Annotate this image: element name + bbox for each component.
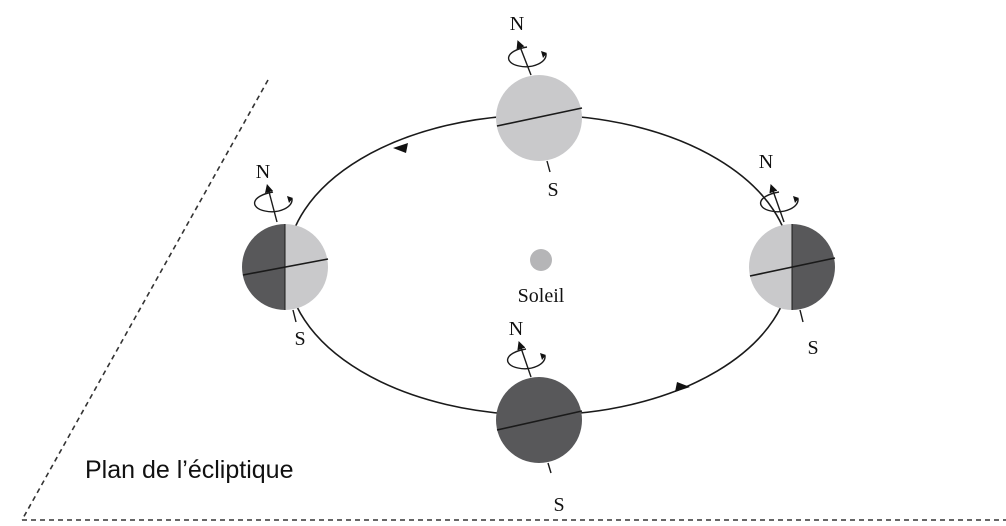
rotation-arrow-icon: [760, 191, 799, 213]
orbit-arrow-bottom: [675, 382, 690, 392]
sun: [530, 249, 552, 271]
axis-north: [516, 40, 532, 76]
orbit-arrow-top: [393, 143, 408, 153]
axis-south: [799, 309, 804, 323]
south-label: S: [547, 179, 558, 201]
axis-north: [265, 183, 278, 223]
equator-line: [496, 410, 583, 431]
south-label: S: [294, 328, 305, 350]
south-label: S: [807, 337, 818, 359]
north-label: N: [256, 161, 270, 183]
axis-south: [547, 462, 552, 474]
earth-right: N S: [749, 151, 836, 359]
earth-top: N S: [496, 13, 583, 201]
equator-line: [496, 107, 583, 127]
earth-bottom: N S: [496, 318, 583, 516]
north-label: N: [509, 318, 523, 340]
rotation-arrow-icon: [508, 46, 547, 68]
sun-label: Soleil: [518, 285, 565, 307]
plane-label: Plan de l’écliptique: [85, 456, 293, 484]
rotation-arrow-icon: [254, 191, 293, 213]
axis-south: [546, 160, 551, 173]
ecliptic-plane-edge-left: [21, 79, 269, 521]
north-label: N: [759, 151, 773, 173]
north-label: N: [510, 13, 524, 35]
earth-left: N S: [242, 161, 329, 350]
south-label: S: [553, 494, 564, 516]
equator-line: [242, 258, 329, 276]
equator-line: [749, 257, 836, 277]
rotation-arrow-icon: [507, 348, 546, 370]
axis-south: [292, 309, 297, 323]
